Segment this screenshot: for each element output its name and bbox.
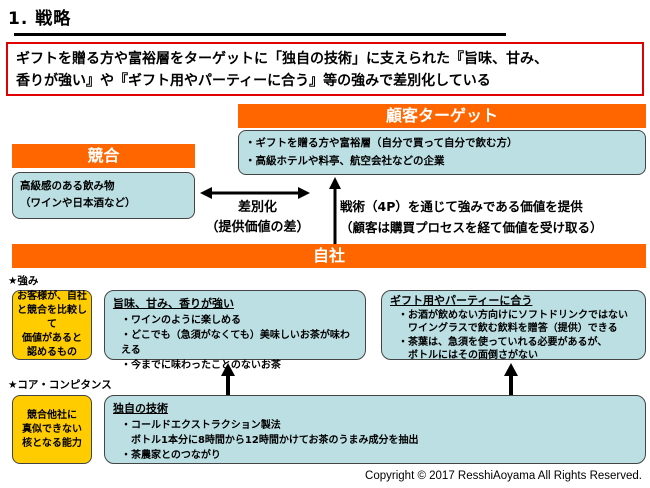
- customer-target-box: ・ギフトを贈る方や富裕層（自分で買って自分で飲む方） ・高級ホテルや料亭、航空会…: [238, 130, 646, 175]
- strengths-label: ★強み: [8, 275, 39, 287]
- definition-line: 認めるもの: [27, 347, 77, 358]
- core-competence-box: 独自の技術 ・コールドエクストラクション製法 ボトル1本分に8時間から12時間か…: [104, 395, 646, 464]
- definition-line: 競合他社に: [27, 409, 77, 421]
- up-arrow-icon: [221, 363, 235, 395]
- title-divider: [14, 33, 506, 36]
- strength-box-flavor: 旨味、甘み、香りが強い ・ワインのように楽しめる ・どこでも（急須がなくても）美…: [104, 290, 366, 371]
- customer-target-header: 顧客ターゲット: [238, 104, 646, 128]
- up-arrow-icon: [329, 177, 341, 244]
- summary-line-2: 香りが強い』や『ギフト用やパーティーに合う』等の強みで差別化している: [16, 73, 491, 89]
- strength-item: ワイングラスで飲む飲料を贈答（提供）できる: [398, 323, 618, 334]
- core-heading: 独自の技術: [113, 402, 168, 415]
- strengths-definition-box: お客様が、自社 と競合を比較して 価値があると 認めるもの: [12, 290, 92, 360]
- tactics-line-1: 戦術（4P）を通じて強みである価値を提供: [340, 199, 583, 214]
- definition-line: 核となる能力: [22, 437, 82, 449]
- strength-item: ・どこでも（急須がなくても）美味しいお茶が味わえる: [121, 330, 350, 356]
- core-competence-definition-box: 競合他社に 真似できない 核となる能力: [12, 395, 92, 464]
- up-arrow-icon: [504, 363, 518, 395]
- competition-line: （ワインや日本酒など）: [20, 197, 136, 209]
- tactics-label: 戦術（4P）を通じて強みである価値を提供 （顧客は購買プロセスを経て価値を受け取…: [340, 196, 650, 238]
- core-item: ボトル1本分に8時間から12時間かけてお茶のうまみ成分を抽出: [121, 435, 419, 446]
- double-arrow-icon: [200, 187, 310, 199]
- strength-heading: ギフト用やパーティーに合う: [390, 294, 533, 307]
- strength-item: ・今までに味わったことのないお茶: [121, 360, 281, 371]
- target-item: ・高級ホテルや料亭、航空会社などの企業: [245, 155, 445, 167]
- self-company-header: 自社: [12, 244, 646, 268]
- competition-header: 競合: [12, 144, 195, 168]
- copyright-notice: Copyright © 2017 ResshiAoyama All Rights…: [365, 470, 642, 482]
- strength-item: ・茶葉は、急須を使っていれる必要があるが、: [398, 336, 608, 348]
- strength-item: ボトルにはその面倒さがない: [398, 350, 538, 361]
- strength-box-gift: ギフト用やパーティーに合う ・お酒が飲めない方向けにソフトドリンクではない ワイ…: [381, 290, 646, 361]
- strength-heading: 旨味、甘み、香りが強い: [113, 297, 234, 310]
- definition-line: お客様が、自社: [17, 291, 87, 302]
- differentiation-line-1: 差別化: [237, 200, 277, 215]
- summary-line-1: ギフトを贈る方や富裕層をターゲットに「独自の技術」に支えられた『旨味、甘み、: [16, 51, 548, 67]
- differentiation-label: 差別化 （提供価値の差）: [200, 198, 315, 238]
- page-title: 1. 戦略: [8, 9, 72, 29]
- competition-line: 高級感のある飲み物: [20, 180, 115, 192]
- definition-line: 価値があると: [22, 333, 82, 344]
- strategy-summary-box: ギフトを贈る方や富裕層をターゲットに「独自の技術」に支えられた『旨味、甘み、 香…: [6, 42, 644, 96]
- core-item: ・コールドエクストラクション製法: [121, 420, 281, 431]
- differentiation-line-2: （提供価値の差）: [205, 220, 310, 235]
- strength-item: ・ワインのように楽しめる: [121, 315, 241, 326]
- definition-line: 真似できない: [22, 423, 82, 435]
- core-item: ・茶農家とのつながり: [121, 450, 221, 461]
- competition-box: 高級感のある飲み物 （ワインや日本酒など）: [12, 172, 195, 219]
- core-competence-label: ★コア・コンピタンス: [8, 379, 112, 391]
- target-item: ・ギフトを贈る方や富裕層（自分で買って自分で飲む方）: [245, 137, 518, 149]
- tactics-line-2: （顧客は購買プロセスを経て価値を受け取る）: [340, 220, 603, 235]
- definition-line: と競合を比較して: [17, 305, 87, 330]
- strength-item: ・お酒が飲めない方向けにソフトドリンクではない: [398, 309, 628, 321]
